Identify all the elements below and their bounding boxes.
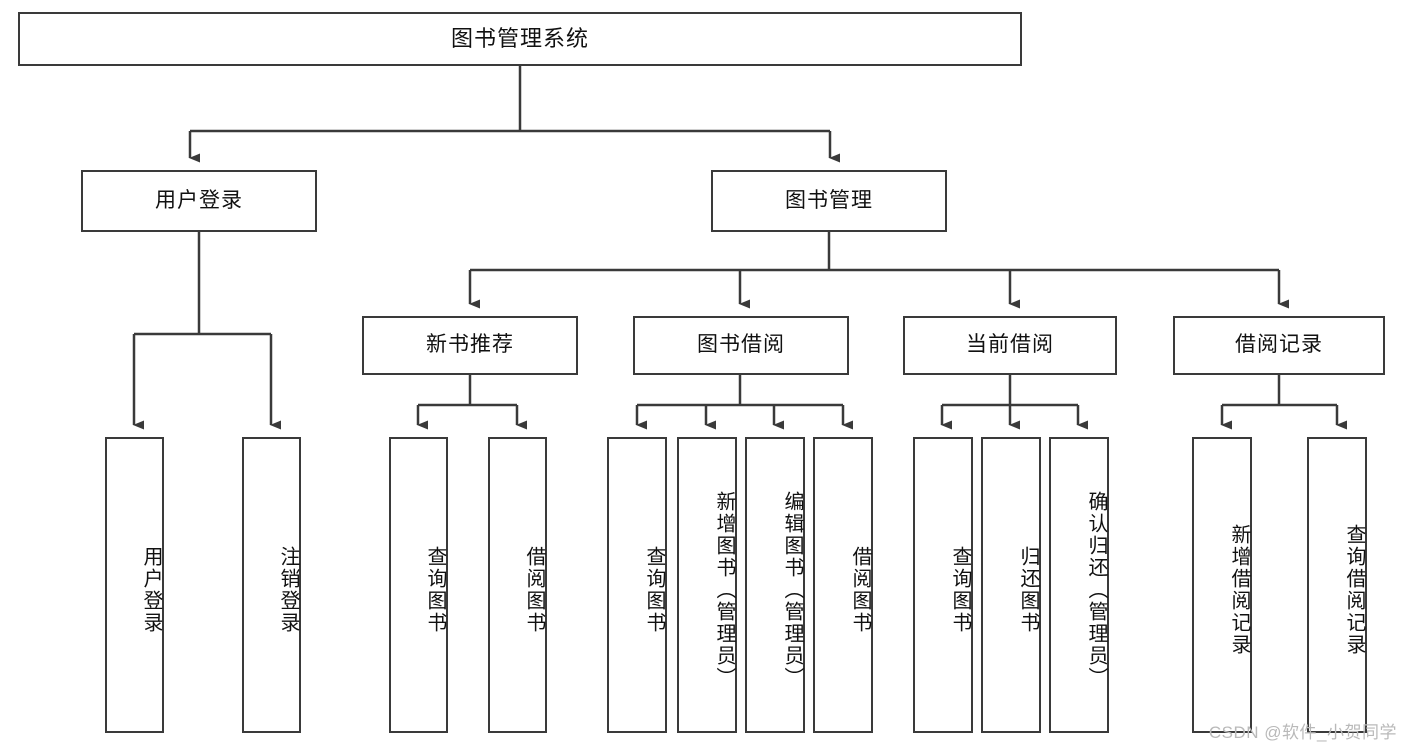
node-leaf-query-record-label: 查询借阅记录 xyxy=(1343,524,1365,656)
node-leaf-borrow-book-1[interactable]: 借阅图书 xyxy=(488,437,547,733)
node-user-login-label: 用户登录 xyxy=(155,188,243,212)
node-borrow-record-label: 借阅记录 xyxy=(1235,333,1323,357)
watermark: CSDN @软件_小贺同学 xyxy=(1208,723,1397,742)
node-leaf-query-book-3[interactable]: 查询图书 xyxy=(913,437,973,733)
node-leaf-edit-book[interactable]: 编辑图书（管理员） xyxy=(745,437,805,733)
node-leaf-query-book-1-label: 查询图书 xyxy=(424,546,446,634)
node-leaf-query-book-3-label: 查询图书 xyxy=(949,546,971,634)
node-root[interactable]: 图书管理系统 xyxy=(18,12,1022,66)
node-new-book-rec[interactable]: 新书推荐 xyxy=(362,316,578,375)
node-leaf-confirm-return[interactable]: 确认归还（管理员） xyxy=(1049,437,1109,733)
node-leaf-add-record[interactable]: 新增借阅记录 xyxy=(1192,437,1252,733)
node-book-borrow-label: 图书借阅 xyxy=(697,333,785,357)
node-leaf-return-book-label: 归还图书 xyxy=(1017,546,1039,634)
node-leaf-borrow-book-2-label: 借阅图书 xyxy=(849,546,871,634)
node-leaf-add-record-label: 新增借阅记录 xyxy=(1228,524,1250,656)
node-borrow-record[interactable]: 借阅记录 xyxy=(1173,316,1385,375)
node-leaf-return-book[interactable]: 归还图书 xyxy=(981,437,1041,733)
node-book-manage-label: 图书管理 xyxy=(785,188,873,212)
node-leaf-query-book-2[interactable]: 查询图书 xyxy=(607,437,667,733)
node-book-manage[interactable]: 图书管理 xyxy=(711,170,947,232)
node-leaf-query-book-1[interactable]: 查询图书 xyxy=(389,437,448,733)
node-leaf-borrow-book-2[interactable]: 借阅图书 xyxy=(813,437,873,733)
node-leaf-user-login-label: 用户登录 xyxy=(140,546,162,634)
node-leaf-logout[interactable]: 注销登录 xyxy=(242,437,301,733)
node-new-book-rec-label: 新书推荐 xyxy=(426,333,514,357)
node-leaf-logout-label: 注销登录 xyxy=(277,546,299,634)
node-root-label: 图书管理系统 xyxy=(450,26,589,52)
node-leaf-add-book[interactable]: 新增图书（管理员） xyxy=(677,437,737,733)
node-user-login[interactable]: 用户登录 xyxy=(81,170,317,232)
node-leaf-query-record[interactable]: 查询借阅记录 xyxy=(1307,437,1367,733)
node-leaf-confirm-return-label: 确认归还（管理员） xyxy=(1085,491,1107,689)
node-book-borrow[interactable]: 图书借阅 xyxy=(633,316,849,375)
node-current-borrow-label: 当前借阅 xyxy=(966,333,1054,357)
node-leaf-borrow-book-1-label: 借阅图书 xyxy=(523,546,545,634)
node-leaf-add-book-label: 新增图书（管理员） xyxy=(713,491,735,689)
node-leaf-user-login[interactable]: 用户登录 xyxy=(105,437,164,733)
node-current-borrow[interactable]: 当前借阅 xyxy=(903,316,1117,375)
node-leaf-query-book-2-label: 查询图书 xyxy=(643,546,665,634)
node-leaf-edit-book-label: 编辑图书（管理员） xyxy=(781,491,803,689)
